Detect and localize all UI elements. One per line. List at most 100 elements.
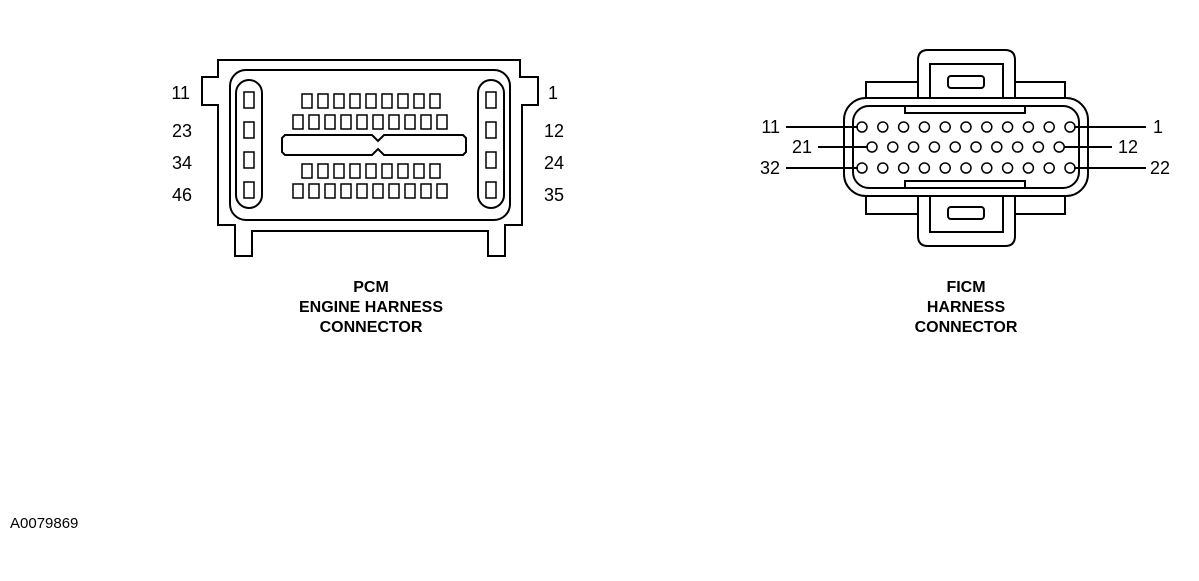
pcm-pin-cavity — [317, 93, 329, 109]
pcm-pin-cavity — [243, 91, 255, 109]
pcm-label-right-4: 35 — [544, 185, 564, 205]
pcm-pin-cavity — [381, 93, 393, 109]
ficm-pin-cavity — [1011, 141, 1024, 153]
pcm-pin-cavity — [308, 183, 320, 199]
pcm-pin-cavity — [333, 163, 345, 179]
ficm-top-latch — [917, 49, 1016, 98]
pcm-label-left-2: 23 — [172, 121, 192, 141]
ficm-pin-cavity — [1022, 162, 1035, 174]
pcm-pin-cavity — [340, 114, 352, 130]
ficm-pin-cavity — [1001, 121, 1014, 133]
pcm-pin-cavity — [485, 181, 497, 199]
pcm-pin-cavity — [365, 163, 377, 179]
ficm-bottom-key — [904, 180, 1026, 188]
pcm-right-column — [477, 79, 505, 209]
pcm-left-column — [235, 79, 263, 209]
pcm-pin-cavity — [397, 163, 409, 179]
ficm-pin-cavity — [877, 121, 889, 133]
pcm-label-left-3: 34 — [172, 153, 192, 173]
ficm-pin-labels: 11 21 32 1 12 22 — [760, 117, 1170, 178]
ficm-leader-lines — [786, 126, 1146, 169]
ficm-title: FICM HARNESS CONNECTOR — [915, 279, 1018, 336]
ficm-pin-cavity — [918, 121, 931, 133]
ficm-pin-cavity — [897, 121, 910, 133]
pcm-pin-cavity — [420, 183, 432, 199]
ficm-top-key — [904, 106, 1026, 114]
pcm-pin-cavity — [365, 93, 377, 109]
pcm-pin-cavity — [349, 163, 361, 179]
pcm-pin-cavity — [485, 151, 497, 169]
ficm-label-right-3: 22 — [1150, 158, 1170, 178]
ficm-label-left-1: 11 — [761, 117, 780, 137]
pcm-pin-cavity — [356, 114, 368, 130]
pcm-pin-cavity — [243, 181, 255, 199]
pcm-label-right-3: 24 — [544, 153, 564, 173]
pcm-title-line-2: ENGINE HARNESS — [299, 299, 443, 316]
ficm-label-right-2: 12 — [1118, 137, 1138, 157]
ficm-pin-cavity — [877, 162, 889, 174]
ficm-title-line-2: HARNESS — [927, 299, 1006, 316]
pcm-label-left-1: 11 — [171, 83, 190, 103]
ficm-pin-cavity — [981, 162, 993, 174]
pcm-pin-cavity — [356, 183, 368, 199]
ficm-pin-cavity — [1043, 121, 1055, 133]
pcm-pin-cavity — [404, 114, 416, 130]
ficm-pin-cavities — [856, 121, 1076, 174]
ficm-bottom-latch-inner — [929, 196, 1004, 233]
pcm-pin-cavity — [317, 163, 329, 179]
pcm-pin-cavity — [436, 183, 448, 199]
pcm-pin-cavity — [404, 183, 416, 199]
pcm-title-line-1: PCM — [353, 279, 389, 296]
pcm-pin-cavity — [372, 183, 384, 199]
pcm-pin-cavity — [429, 163, 441, 179]
pcm-pin-cavity — [420, 114, 432, 130]
pcm-pin-cavity — [413, 163, 425, 179]
pcm-pin-cavity — [340, 183, 352, 199]
pcm-center-divider — [281, 134, 467, 156]
pcm-label-left-4: 46 — [172, 185, 192, 205]
pcm-pin-cavity — [324, 183, 336, 199]
ficm-pin-cavity — [907, 141, 920, 153]
ficm-pin-cavity — [960, 121, 972, 133]
pcm-title-line-3: CONNECTOR — [320, 319, 423, 336]
ficm-bottom-latch-slot — [947, 206, 985, 220]
pcm-label-right-2: 12 — [544, 121, 564, 141]
pcm-pin-cavity — [243, 151, 255, 169]
pcm-pin-cavity — [397, 93, 409, 109]
pcm-housing-outline — [201, 59, 539, 257]
pcm-pin-cavity — [333, 93, 345, 109]
ficm-top-latch-inner — [929, 63, 1004, 98]
ficm-pin-cavity — [1022, 121, 1035, 133]
pcm-pin-cavity — [485, 91, 497, 109]
pcm-pin-cavity — [436, 114, 448, 130]
ficm-pin-cavity — [939, 162, 951, 174]
pcm-pin-cavity — [388, 114, 400, 130]
ficm-pin-cavity — [981, 121, 993, 133]
pcm-pin-cavity — [301, 93, 313, 109]
pcm-pin-cavity — [429, 93, 441, 109]
ficm-pin-cavity — [897, 162, 910, 174]
ficm-pin-cavity — [1001, 162, 1014, 174]
figure-id: A0079869 — [10, 515, 78, 532]
ficm-top-latch-slot — [947, 75, 985, 89]
pcm-label-right-1: 1 — [548, 83, 558, 103]
ficm-pin-cavity — [939, 121, 951, 133]
ficm-pin-cavity — [918, 162, 931, 174]
pcm-connector — [201, 59, 539, 257]
ficm-pin-cavity — [887, 141, 899, 153]
ficm-pin-cavity — [1043, 162, 1055, 174]
ficm-title-line-3: CONNECTOR — [915, 319, 1018, 336]
ficm-pin-cavity — [970, 141, 982, 153]
pcm-pin-cavity — [388, 183, 400, 199]
pcm-pin-cavity — [308, 114, 320, 130]
ficm-pin-cavity — [949, 141, 961, 153]
pcm-pin-cavity — [381, 163, 393, 179]
ficm-pin-cavity — [1032, 141, 1045, 153]
ficm-pin-cavity — [928, 141, 941, 153]
ficm-pin-cavity — [991, 141, 1003, 153]
pcm-pin-cavity — [349, 93, 361, 109]
pcm-pin-cavities — [243, 91, 497, 199]
pcm-pin-cavity — [413, 93, 425, 109]
ficm-top-shoulder — [865, 81, 1066, 98]
